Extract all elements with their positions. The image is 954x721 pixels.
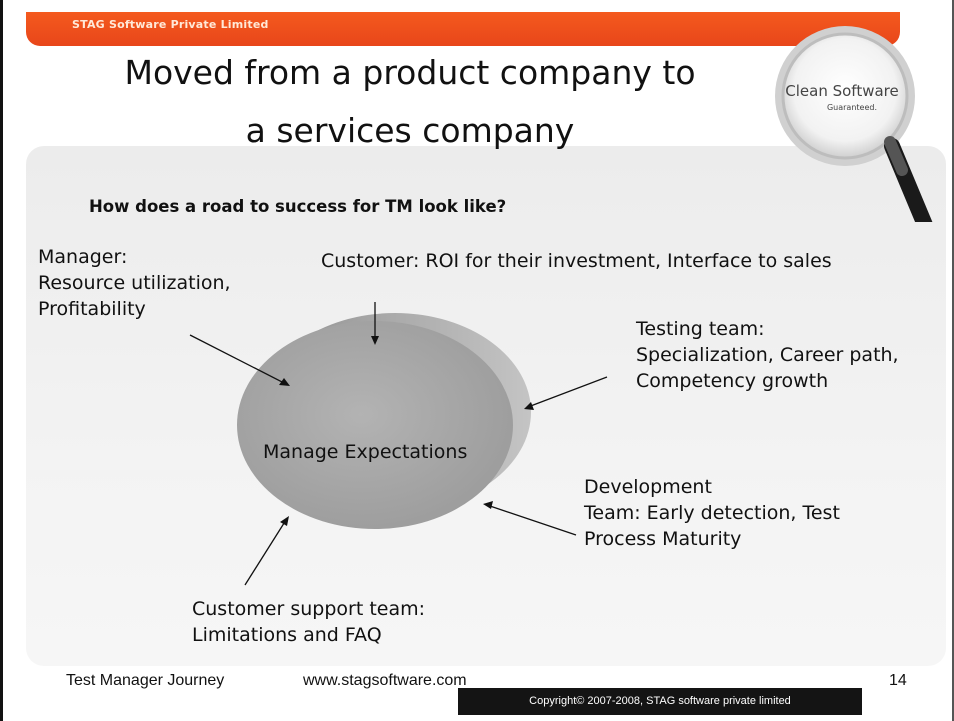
manager-line: Resource utilization, (38, 272, 231, 294)
development-line: Team: Early detection, Test (584, 502, 840, 524)
arrowhead-testing (524, 402, 534, 410)
ellipse-main (237, 321, 513, 529)
arrow-manager (189, 334, 287, 385)
arrow-testing (527, 376, 608, 408)
arrowhead-customer (371, 336, 379, 345)
copyright-bar: Copyright© 2007-2008, STAG software priv… (458, 688, 862, 715)
label-testing: Testing team: Specialization, Career pat… (636, 316, 899, 394)
development-line: Development (584, 476, 712, 498)
right-border (952, 0, 954, 721)
center-label: Manage Expectations (263, 441, 468, 463)
company-name: STAG Software Private Limited (72, 18, 269, 31)
footer-title: Test Manager Journey (66, 672, 225, 689)
support-line: Limitations and FAQ (192, 624, 382, 646)
footer-url[interactable]: www.stagsoftware.com (303, 672, 467, 689)
label-manager: Manager: Resource utilization, Profitabi… (38, 244, 231, 322)
manager-line: Manager: (38, 246, 128, 268)
testing-line: Competency growth (636, 370, 829, 392)
manager-line: Profitability (38, 298, 146, 320)
slide-title: Moved from a product company to a servic… (0, 44, 820, 160)
arrow-support (244, 519, 287, 586)
arrow-development (486, 504, 577, 536)
label-support: Customer support team: Limitations and F… (192, 596, 425, 648)
title-line-2: a services company (245, 111, 575, 150)
development-line: Process Maturity (584, 528, 742, 550)
page-number: 14 (889, 672, 907, 689)
question-text: How does a road to success for TM look l… (89, 197, 507, 216)
testing-line: Testing team: (636, 318, 765, 340)
arrowhead-manager (279, 378, 290, 386)
customer-line: Customer: ROI for their investment, Inte… (321, 250, 832, 272)
logo-text: Clean Software (785, 82, 898, 100)
magnifying-glass-icon: Clean Software Guaranteed. (775, 26, 933, 222)
label-development: Development Team: Early detection, Test … (584, 474, 840, 552)
title-line-1: Moved from a product company to (124, 53, 696, 92)
logo-tagline: Guaranteed. (827, 103, 877, 112)
header-bar (26, 12, 900, 46)
arrowhead-support (280, 516, 289, 526)
left-border (0, 0, 3, 721)
arrowhead-development (483, 501, 493, 509)
label-customer: Customer: ROI for their investment, Inte… (321, 248, 832, 274)
testing-line: Specialization, Career path, (636, 344, 899, 366)
support-line: Customer support team: (192, 598, 426, 620)
